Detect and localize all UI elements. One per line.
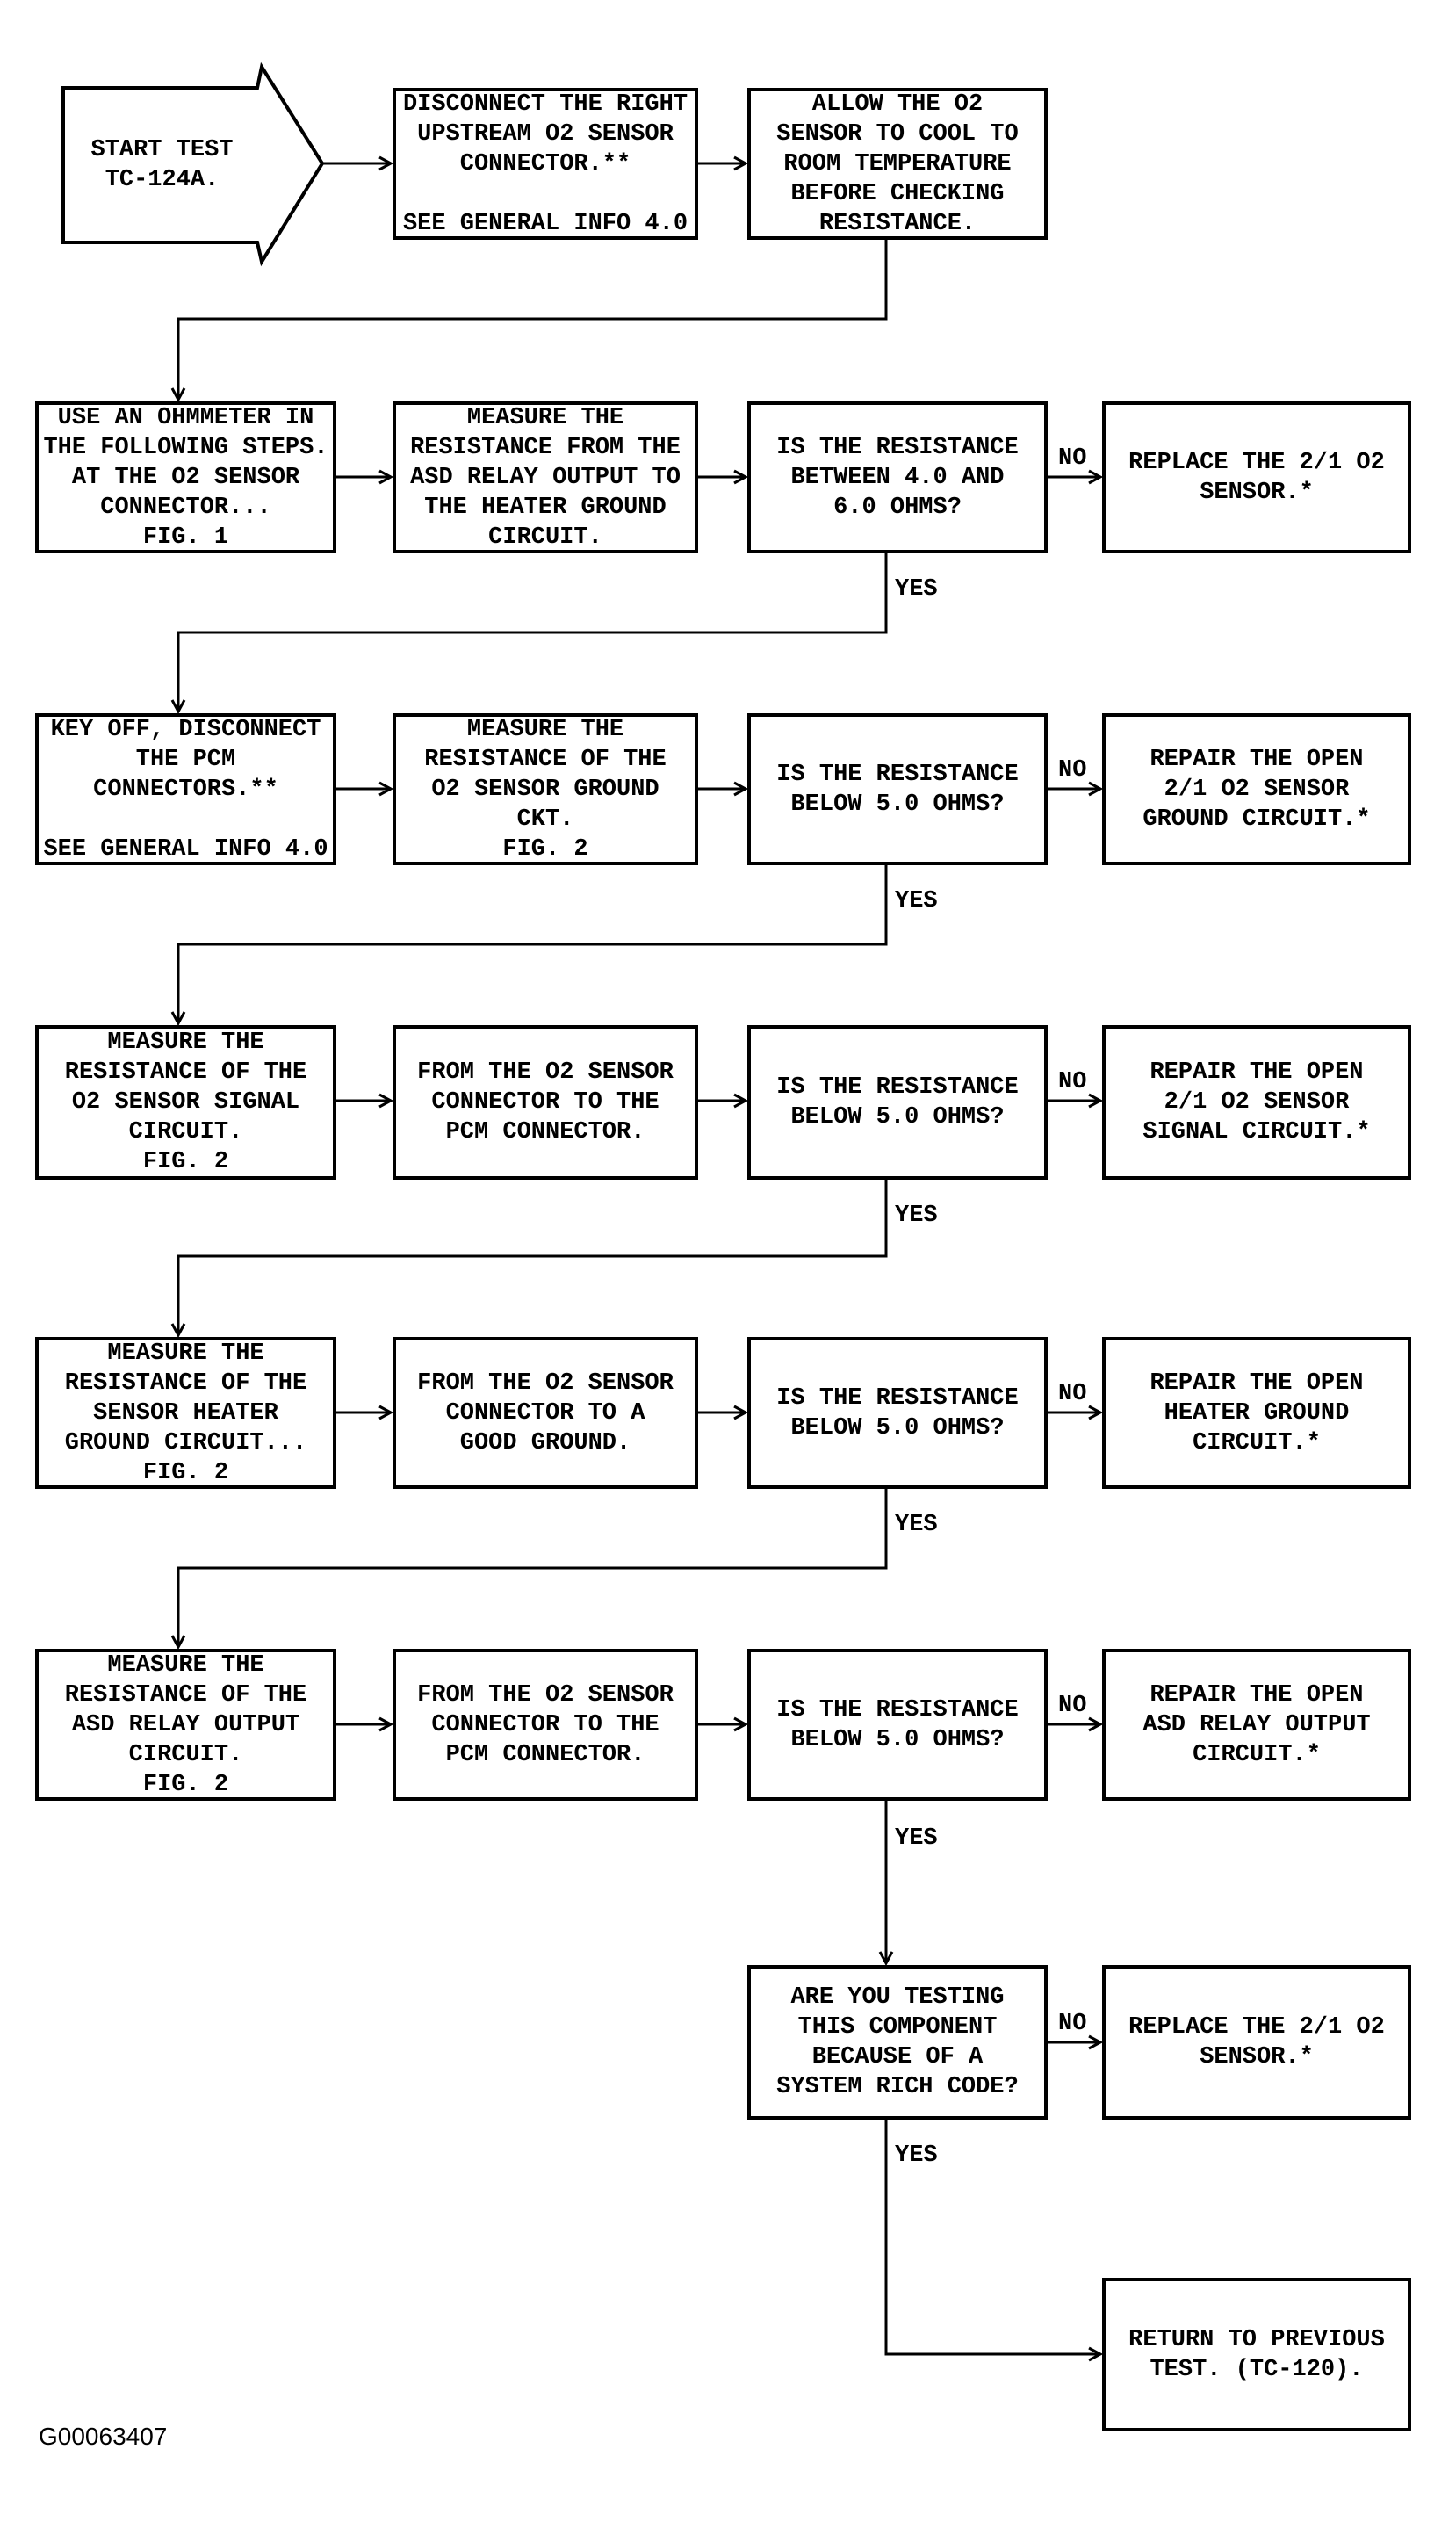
- start-node: START TEST TC-124A.: [63, 88, 261, 242]
- step-text: USE AN OHMMETER IN THE FOLLOWING STEPS. …: [43, 404, 328, 551]
- action-repair-signal-circuit: REPAIR THE OPEN 2/1 O2 SENSOR SIGNAL CIR…: [1102, 1025, 1411, 1180]
- elbow-row3-yes: [170, 865, 888, 1027]
- step-measure-asd-relay-output: MEASURE THE RESISTANCE OF THE ASD RELAY …: [35, 1649, 336, 1801]
- start-node-text: START TEST TC-124A.: [90, 137, 234, 193]
- decision-text: IS THE RESISTANCE BETWEEN 4.0 AND 6.0 OH…: [776, 434, 1019, 521]
- step-text: ALLOW THE O2 SENSOR TO COOL TO ROOM TEMP…: [776, 90, 1019, 237]
- step-measure-asd-to-heater-ground: MEASURE THE RESISTANCE FROM THE ASD RELA…: [393, 401, 698, 553]
- decision-system-rich-code: ARE YOU TESTING THIS COMPONENT BECAUSE O…: [747, 1965, 1048, 2120]
- figure-id-label: G00063407: [39, 2423, 168, 2450]
- decision-resistance-below-5-ohms-2: IS THE RESISTANCE BELOW 5.0 OHMS?: [747, 1025, 1048, 1180]
- step-measure-o2-ground-ckt: MEASURE THE RESISTANCE OF THE O2 SENSOR …: [393, 713, 698, 865]
- step-text: MEASURE THE RESISTANCE OF THE SENSOR HEA…: [64, 1340, 307, 1486]
- elbow-row5-yes: [170, 1489, 888, 1651]
- action-text: REPAIR THE OPEN 2/1 O2 SENSOR GROUND CIR…: [1142, 746, 1371, 833]
- no-label-row6: NO: [1058, 1693, 1087, 1719]
- step-text: FROM THE O2 SENSOR CONNECTOR TO THE PCM …: [417, 1681, 674, 1768]
- step-text: MEASURE THE RESISTANCE FROM THE ASD RELA…: [410, 404, 681, 551]
- action-repair-ground-circuit: REPAIR THE OPEN 2/1 O2 SENSOR GROUND CIR…: [1102, 713, 1411, 865]
- step-measure-heater-ground-circuit: MEASURE THE RESISTANCE OF THE SENSOR HEA…: [35, 1337, 336, 1489]
- yes-label-row3: YES: [895, 888, 938, 914]
- no-label-row5: NO: [1058, 1381, 1087, 1407]
- no-label-row3: NO: [1058, 757, 1087, 784]
- decision-text: IS THE RESISTANCE BELOW 5.0 OHMS?: [776, 1696, 1019, 1753]
- action-return-previous-test: RETURN TO PREVIOUS TEST. (TC-120).: [1102, 2278, 1411, 2431]
- action-text: RETURN TO PREVIOUS TEST. (TC-120).: [1128, 2326, 1385, 2383]
- decision-resistance-4-to-6-ohms: IS THE RESISTANCE BETWEEN 4.0 AND 6.0 OH…: [747, 401, 1048, 553]
- step-key-off-disconnect-pcm: KEY OFF, DISCONNECT THE PCM CONNECTORS.*…: [35, 713, 336, 865]
- no-label-row2: NO: [1058, 445, 1087, 472]
- elbow-cool-to-ohmmeter: [170, 240, 888, 403]
- decision-text: IS THE RESISTANCE BELOW 5.0 OHMS?: [776, 1384, 1019, 1441]
- action-text: REPAIR THE OPEN 2/1 O2 SENSOR SIGNAL CIR…: [1142, 1059, 1371, 1145]
- action-replace-o2-sensor-2: REPLACE THE 2/1 O2 SENSOR.*: [1102, 1965, 1411, 2120]
- action-text: REPLACE THE 2/1 O2 SENSOR.*: [1128, 2014, 1385, 2070]
- elbow-row4-yes: [170, 1180, 888, 1339]
- step-disconnect-o2-connector: DISCONNECT THE RIGHT UPSTREAM O2 SENSOR …: [393, 88, 698, 240]
- step-text: MEASURE THE RESISTANCE OF THE ASD RELAY …: [64, 1651, 307, 1798]
- yes-label-row4: YES: [895, 1203, 938, 1229]
- decision-text: IS THE RESISTANCE BELOW 5.0 OHMS?: [776, 761, 1019, 818]
- action-text: REPAIR THE OPEN HEATER GROUND CIRCUIT.*: [1150, 1369, 1364, 1456]
- decision-resistance-below-5-ohms-4: IS THE RESISTANCE BELOW 5.0 OHMS?: [747, 1649, 1048, 1801]
- action-repair-asd-relay-output: REPAIR THE OPEN ASD RELAY OUTPUT CIRCUIT…: [1102, 1649, 1411, 1801]
- step-allow-sensor-cool: ALLOW THE O2 SENSOR TO COOL TO ROOM TEMP…: [747, 88, 1048, 240]
- start-arrow-shape: [61, 61, 325, 267]
- yes-label-row6: YES: [895, 1825, 938, 1852]
- action-text: REPAIR THE OPEN ASD RELAY OUTPUT CIRCUIT…: [1142, 1681, 1371, 1768]
- step-text: MEASURE THE RESISTANCE OF THE O2 SENSOR …: [64, 1030, 307, 1175]
- step-text: MEASURE THE RESISTANCE OF THE O2 SENSOR …: [424, 716, 667, 863]
- no-label-row7: NO: [1058, 2011, 1087, 2037]
- step-measure-o2-signal-circuit: MEASURE THE RESISTANCE OF THE O2 SENSOR …: [35, 1025, 336, 1180]
- decision-resistance-below-5-ohms-1: IS THE RESISTANCE BELOW 5.0 OHMS?: [747, 713, 1048, 865]
- step-connector-to-good-ground: FROM THE O2 SENSOR CONNECTOR TO A GOOD G…: [393, 1337, 698, 1489]
- no-label-row4: NO: [1058, 1069, 1087, 1095]
- decision-resistance-below-5-ohms-3: IS THE RESISTANCE BELOW 5.0 OHMS?: [747, 1337, 1048, 1489]
- step-text: KEY OFF, DISCONNECT THE PCM CONNECTORS.*…: [43, 716, 328, 863]
- decision-text: ARE YOU TESTING THIS COMPONENT BECAUSE O…: [776, 1984, 1019, 2100]
- yes-label-row7: YES: [895, 2142, 938, 2169]
- action-text: REPLACE THE 2/1 O2 SENSOR.*: [1128, 449, 1385, 506]
- step-connector-to-pcm-1: FROM THE O2 SENSOR CONNECTOR TO THE PCM …: [393, 1025, 698, 1180]
- step-connector-to-pcm-2: FROM THE O2 SENSOR CONNECTOR TO THE PCM …: [393, 1649, 698, 1801]
- step-use-ohmmeter: USE AN OHMMETER IN THE FOLLOWING STEPS. …: [35, 401, 336, 553]
- step-text: FROM THE O2 SENSOR CONNECTOR TO A GOOD G…: [417, 1369, 674, 1456]
- elbow-row7-yes-to-return: [884, 2120, 1104, 2362]
- elbow-row2-yes: [170, 553, 888, 715]
- yes-label-row5: YES: [895, 1512, 938, 1538]
- step-text: FROM THE O2 SENSOR CONNECTOR TO THE PCM …: [417, 1059, 674, 1145]
- action-replace-o2-sensor: REPLACE THE 2/1 O2 SENSOR.*: [1102, 401, 1411, 553]
- yes-label-row2: YES: [895, 576, 938, 603]
- step-text: DISCONNECT THE RIGHT UPSTREAM O2 SENSOR …: [402, 90, 688, 237]
- action-repair-heater-ground: REPAIR THE OPEN HEATER GROUND CIRCUIT.*: [1102, 1337, 1411, 1489]
- decision-text: IS THE RESISTANCE BELOW 5.0 OHMS?: [776, 1074, 1019, 1131]
